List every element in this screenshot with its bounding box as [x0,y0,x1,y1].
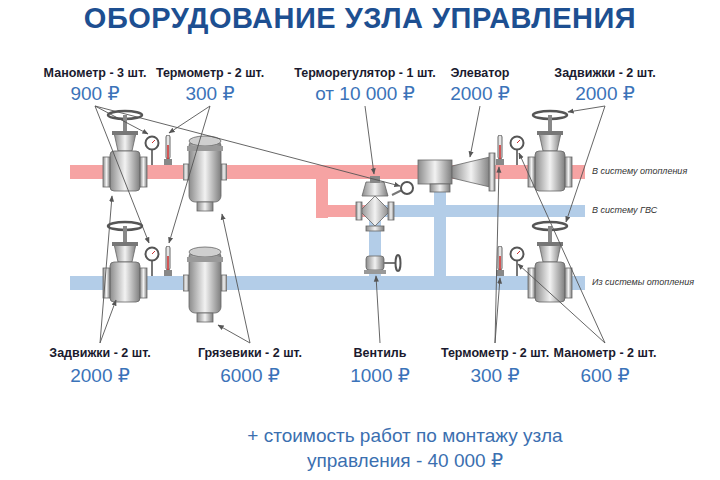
part-price: 900 ₽ [70,82,119,105]
part-name: Манометр - 3 шт. [44,66,147,80]
part-price: 1000 ₽ [350,364,410,387]
part-name: Элеватор [450,66,509,80]
page-title: ОБОРУДОВАНИЕ УЗЛА УПРАВЛЕНИЯ [84,2,636,35]
part-price: 2000 ₽ [575,82,635,105]
part-name: Задвижки - 2 шт. [554,66,655,80]
pipe-label: В систему отопления [590,166,689,176]
part-name: Терморегулятор - 1 шт. [294,66,436,80]
part-name: Термометр - 2 шт. [156,66,264,80]
part-price: 300 ₽ [185,82,234,105]
cost-caption: + стоимость работ по монтажу узла управл… [225,424,585,473]
part-price: 2000 ₽ [70,364,130,387]
part-price: 300 ₽ [470,364,519,387]
part-price: от 10 000 ₽ [315,82,415,105]
part-price: 2000 ₽ [450,82,510,105]
part-price: 600 ₽ [580,364,629,387]
part-name: Грязевики - 2 шт. [198,346,302,360]
part-name: Манометр - 2 шт. [554,346,657,360]
part-name: Вентиль [354,346,407,360]
part-price: 6000 ₽ [220,364,280,387]
pipe-label: В систему ГВС [590,205,659,215]
pipe-label: Из системы отопления [590,277,696,287]
part-name: Задвижки - 2 шт. [49,346,150,360]
part-name: Термометр - 2 шт. [441,346,549,360]
